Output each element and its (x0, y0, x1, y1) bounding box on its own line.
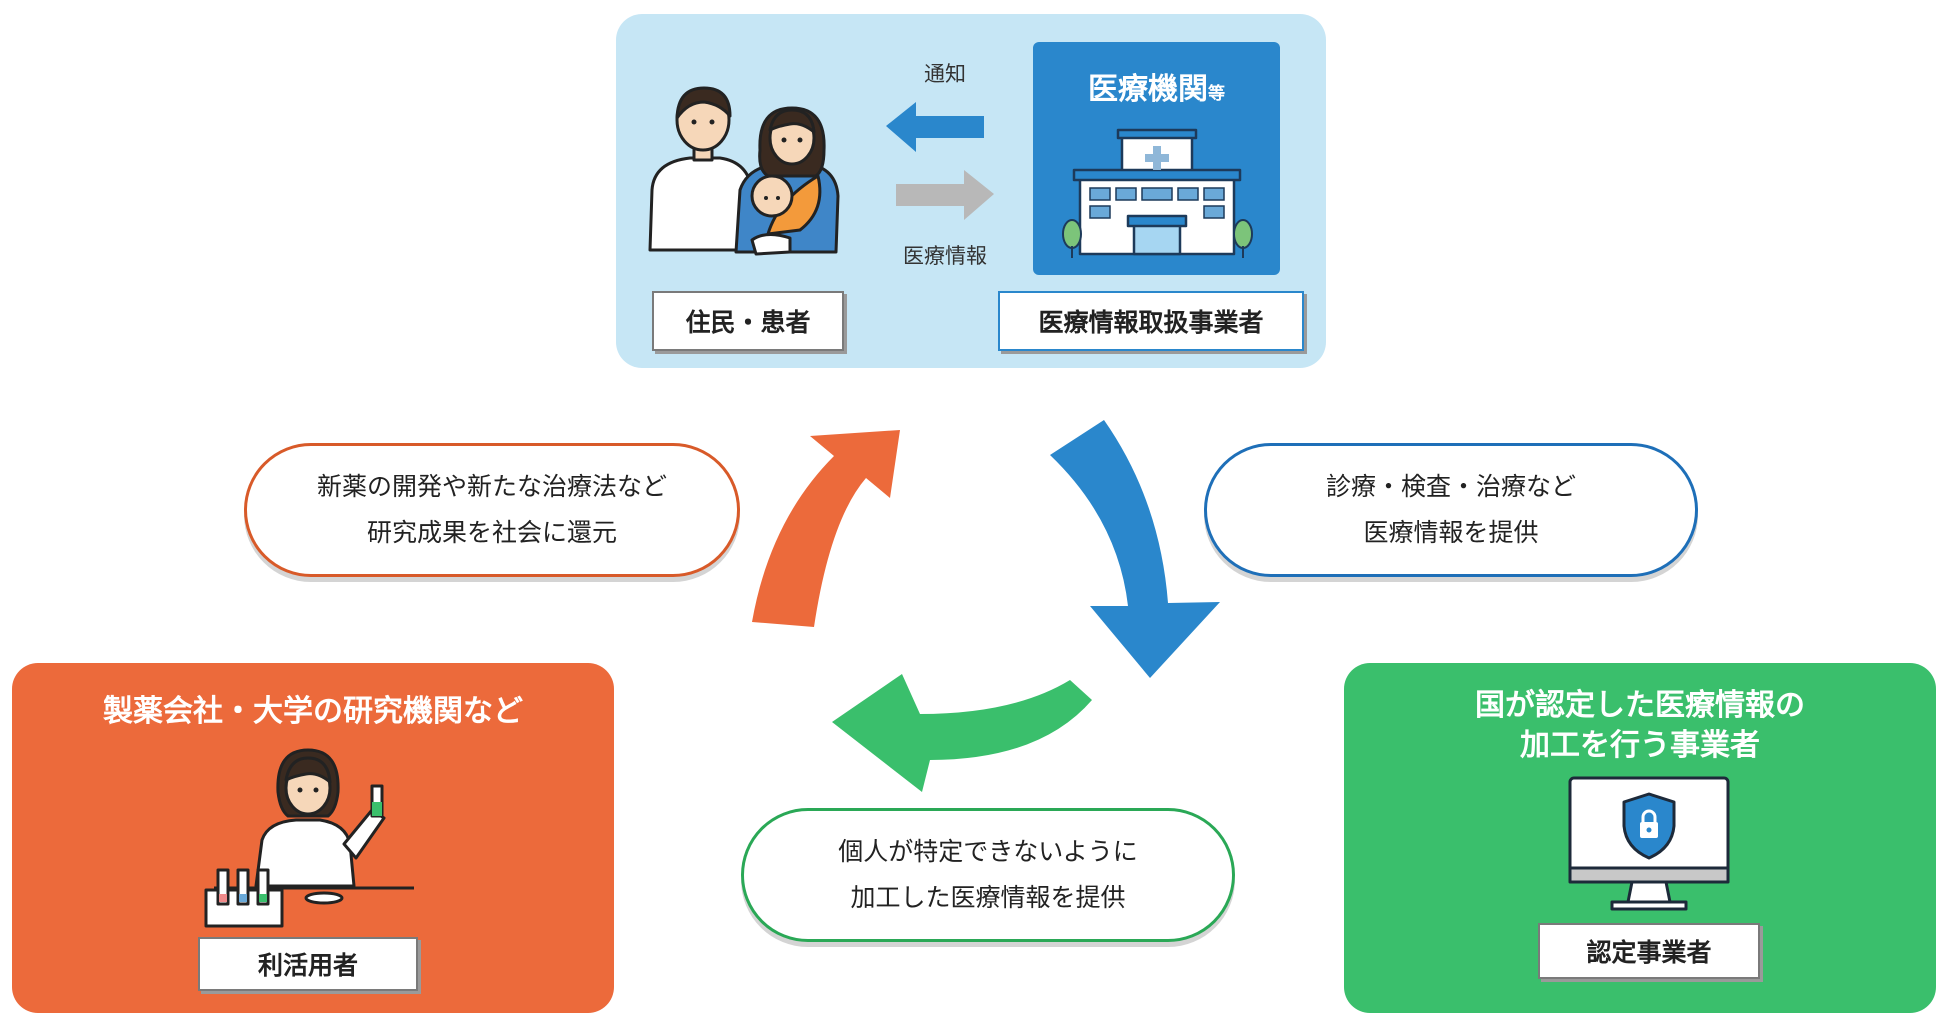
notify-arrow-icon (886, 102, 984, 152)
certified-title-line2: 加工を行う事業者 (1520, 728, 1760, 763)
bubble-provide-info: 診療・検査・治療など 医療情報を提供 (1204, 443, 1698, 577)
green-cycle-arrow (832, 674, 1092, 792)
certified-panel-title: 国が認定した医療情報の 加工を行う事業者 (1344, 686, 1936, 766)
users-label: 利活用者 (198, 937, 418, 991)
certified-title-line1: 国が認定した医療情報の (1475, 688, 1805, 723)
hospital-title: 医療機関等 (1033, 64, 1280, 108)
bubble-right-line1: 診療・検査・治療など (1325, 472, 1576, 501)
residents-patients-label: 住民・患者 (652, 291, 844, 351)
blue-cycle-arrow (1050, 420, 1220, 678)
certified-operator-label: 認定事業者 (1538, 923, 1760, 979)
bubble-anonymized-info: 個人が特定できないように 加工した医療情報を提供 (741, 808, 1235, 942)
exchange-arrows (886, 102, 994, 220)
researcher-icon (204, 748, 414, 928)
bubble-bottom-line1: 個人が特定できないように (838, 837, 1138, 866)
medinfo-arrow-icon (896, 170, 994, 220)
bubble-bottom-line2: 加工した医療情報を提供 (850, 883, 1126, 912)
notify-text: 通知 (924, 62, 966, 86)
hospital-building-icon (1062, 128, 1253, 258)
medical-info-text: 医療情報 (903, 244, 987, 268)
hospital-title-suffix: 等 (1208, 84, 1225, 104)
bubble-right-line2: 医療情報を提供 (1363, 518, 1539, 547)
bubble-research-return: 新薬の開発や新たな治療法など 研究成果を社会に還元 (244, 443, 740, 577)
hospital-title-main: 医療機関 (1088, 72, 1208, 107)
orange-cycle-arrow (752, 430, 900, 627)
monitor-shield-icon (1568, 776, 1730, 911)
medical-info-handler-label: 医療情報取扱事業者 (998, 291, 1304, 351)
bubble-left-line2: 研究成果を社会に還元 (366, 518, 617, 547)
bubble-left-line1: 新薬の開発や新たな治療法など (316, 472, 667, 501)
family-icon (648, 86, 840, 256)
users-panel-title: 製薬会社・大学の研究機関など (103, 694, 523, 729)
